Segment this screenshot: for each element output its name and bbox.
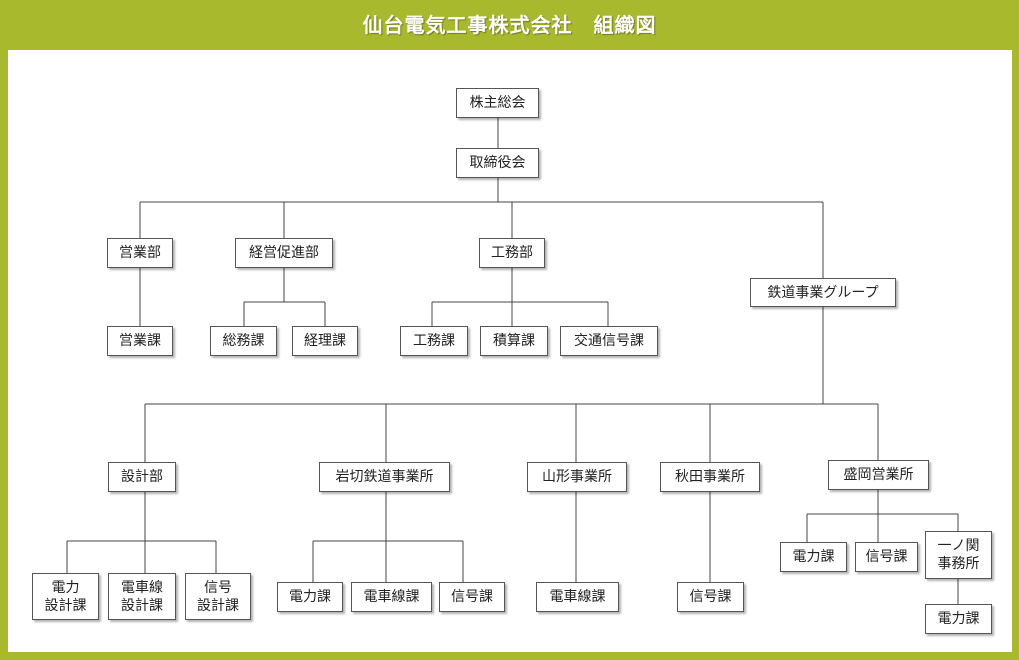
box-construction-section: 工務課 [400,326,468,356]
box-iwakiri-signal: 信号課 [439,582,505,612]
box-traffic-signal: 交通信号課 [560,326,658,356]
box-iwakiri-office: 岩切鉄道事業所 [319,462,450,492]
box-estimation: 積算課 [480,326,548,356]
box-board: 取締役会 [456,148,539,178]
box-planning-dept: 経営促進部 [235,238,333,268]
box-akita-office: 秋田事業所 [660,462,760,492]
box-morioka-power: 電力課 [780,542,847,572]
box-yamagata-office: 山形事業所 [527,462,627,492]
box-sales-section: 営業課 [107,326,173,356]
box-iwakiri-power: 電力課 [277,582,343,612]
box-catenary-design: 電車線 設計課 [108,573,176,620]
box-yamagata-catenary: 電車線課 [536,582,619,612]
page-title: 仙台電気工事株式会社 組織図 [362,13,657,37]
box-iwakiri-catenary: 電車線課 [351,582,432,612]
box-design-dept: 設計部 [108,462,176,492]
box-railway-group: 鉄道事業グループ [750,278,896,307]
box-construction-dept: 工務部 [479,238,545,268]
box-akita-signal: 信号課 [677,582,744,612]
box-power-design: 電力 設計課 [32,573,99,620]
box-ichinoseki-office: 一ノ関 事務所 [925,531,992,579]
box-accounting: 経理課 [292,326,358,356]
box-signal-design: 信号 設計課 [185,573,251,620]
box-general-affairs: 総務課 [210,326,277,356]
box-morioka-signal: 信号課 [855,542,918,572]
box-shareholders: 株主総会 [456,88,539,118]
box-sales-dept: 営業部 [107,238,173,268]
box-morioka-office: 盛岡営業所 [828,460,929,490]
box-ichinoseki-power: 電力課 [925,604,992,634]
